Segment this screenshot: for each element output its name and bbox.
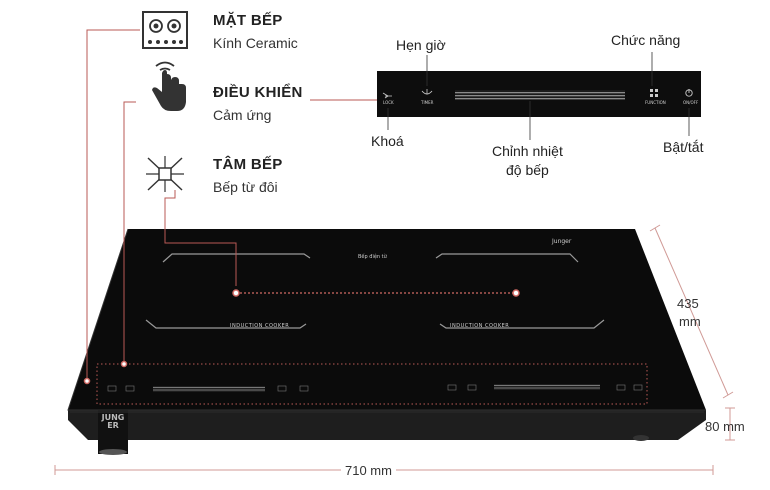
callout-heat-line2: độ bếp <box>506 162 549 178</box>
depth-dimension-unit: mm <box>679 314 701 329</box>
induction-coil-icon <box>146 156 184 192</box>
callout-power: Bật/tắt <box>663 139 704 155</box>
power-key-label: ON/OFF <box>683 100 699 105</box>
left-zone-text: INDUCTION COOKER <box>230 323 289 329</box>
callout-heat-line1: Chỉnh nhiệt <box>492 143 563 159</box>
callout-function: Chức năng <box>611 32 681 48</box>
feature-subtitle-cooktop: Kính Ceramic <box>213 35 298 51</box>
power-key-icon <box>685 89 693 97</box>
feature-title-control: ĐIỀU KHIỂN <box>213 84 303 101</box>
center-text: Bếp điện từ <box>358 253 388 260</box>
right-control-strip <box>447 384 643 391</box>
function-key-label: FUNCTION <box>645 100 666 105</box>
lock-key-label: LOCK <box>383 100 394 105</box>
cooktop: INDUCTION COOKER INDUCTION COOKER Bếp đi… <box>67 228 706 455</box>
panel-leader-lines <box>387 52 690 140</box>
feature-callout-lines <box>86 29 377 381</box>
callout-lock: Khoá <box>371 133 404 149</box>
cooktop-burners-icon <box>142 11 188 49</box>
right-zone-text: INDUCTION COOKER <box>450 323 509 329</box>
callout-timer: Hẹn giờ <box>396 37 446 53</box>
timer-key-icon <box>421 89 433 95</box>
left-cooking-zone <box>145 253 311 329</box>
touch-hand-icon <box>152 61 186 111</box>
heat-slider <box>455 90 625 100</box>
left-control-strip <box>107 385 309 392</box>
top-brand-text: Junger <box>551 238 572 245</box>
control-panel: LOCK TIMER FUNCTION ON/OFF <box>377 71 701 117</box>
brand-logo: JUNGER <box>101 413 125 430</box>
height-dimension: 80 mm <box>705 419 745 434</box>
control-area-outline <box>96 363 648 405</box>
lock-key-icon <box>382 92 392 99</box>
timer-key-label: TIMER <box>420 100 434 105</box>
function-key-icon <box>650 89 658 97</box>
depth-dimension-value: 435 <box>677 296 699 311</box>
width-dimension: 710 mm <box>341 463 396 478</box>
feature-subtitle-control: Cảm ứng <box>213 107 272 123</box>
feature-title-cooktop: MẶT BẾP <box>213 12 283 29</box>
feature-subtitle-burner: Bếp từ đôi <box>213 179 278 195</box>
right-cooking-zone <box>435 253 605 329</box>
feature-title-burner: TÂM BẾP <box>213 156 283 173</box>
callout-dots <box>83 289 520 385</box>
